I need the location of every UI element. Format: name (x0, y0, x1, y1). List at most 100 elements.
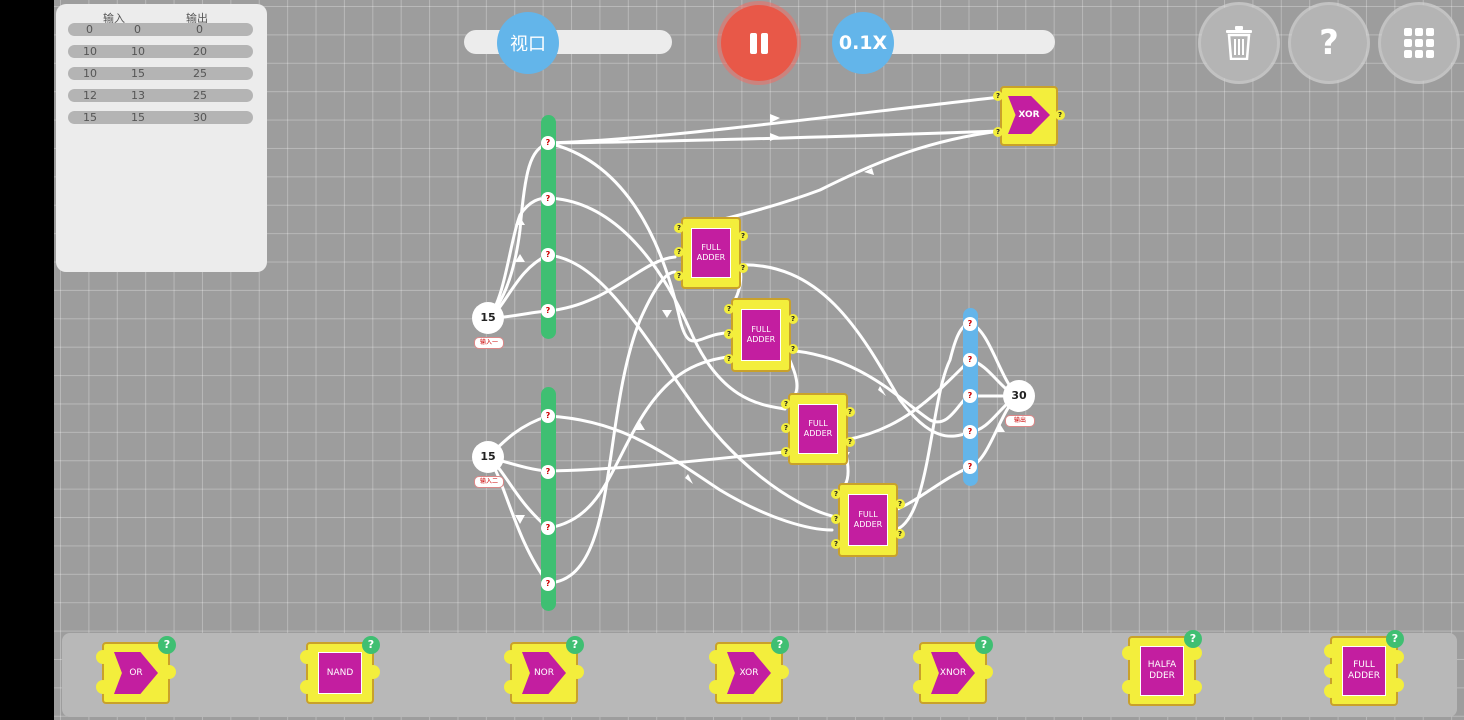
viewport-slider-track[interactable] (464, 30, 672, 54)
chip-label: ADDER (746, 335, 776, 344)
bus-pin[interactable]: ? (963, 317, 977, 331)
chip-label: FULL (751, 325, 771, 334)
help-button[interactable]: ? (1291, 5, 1367, 81)
bus-pin[interactable]: ? (541, 465, 555, 479)
palette-nand-gate[interactable]: NAND ? (300, 636, 380, 704)
bus-pin[interactable]: ? (541, 409, 555, 423)
viewport-button[interactable]: 视口 (497, 12, 559, 74)
palette-full-adder[interactable]: FULL ADDER ? (1324, 630, 1404, 706)
gate-pin[interactable]: ? (674, 223, 684, 233)
pause-button[interactable] (721, 5, 797, 81)
gate-pin[interactable]: ? (674, 271, 684, 281)
chip-label: FULL (858, 510, 878, 519)
bus-pin[interactable]: ? (963, 389, 977, 403)
bus-pin[interactable]: ? (541, 136, 555, 150)
bus-pin[interactable]: ? (541, 304, 555, 318)
table-cell: 10 (83, 45, 97, 58)
gate-pin[interactable]: ? (831, 514, 841, 524)
palette-help-badge[interactable]: ? (975, 636, 993, 654)
table-row: 10 10 20 (68, 45, 253, 58)
palette-help-badge[interactable]: ? (362, 636, 380, 654)
input-node-b[interactable]: 15 (472, 441, 504, 473)
output-node[interactable]: 30 (1003, 380, 1035, 412)
gate-pin[interactable]: ? (788, 344, 798, 354)
delete-button[interactable] (1201, 5, 1277, 81)
bus-pin[interactable]: ? (963, 353, 977, 367)
table-cell: 10 (83, 67, 97, 80)
help-icon: ? (1319, 23, 1339, 63)
table-cell: 0 (134, 23, 141, 36)
gate-pin[interactable]: ? (738, 231, 748, 241)
table-cell: 0 (196, 23, 203, 36)
palette-help-badge[interactable]: ? (1184, 630, 1202, 648)
gate-pin[interactable]: ? (993, 91, 1003, 101)
table-cell: 30 (193, 111, 207, 124)
xor-gate[interactable]: XOR ? ? ? (993, 86, 1065, 146)
palette-help-badge[interactable]: ? (1386, 630, 1404, 648)
input-node-a-tag: 输入一 (474, 337, 504, 349)
palette-xnor-gate[interactable]: XNOR ? (913, 636, 993, 704)
palette-item-label: XNOR (931, 652, 975, 694)
palette-half-adder[interactable]: HALFADDER ? (1122, 630, 1202, 706)
bus-pin[interactable]: ? (963, 460, 977, 474)
chip-label: FULL (701, 243, 721, 252)
bus-pin[interactable]: ? (541, 248, 555, 262)
gate-pin[interactable]: ? (788, 314, 798, 324)
speed-button[interactable]: 0.1X (832, 12, 894, 74)
gate-pin[interactable]: ? (738, 263, 748, 273)
table-row: 10 15 25 (68, 67, 253, 80)
input-bus-a[interactable] (541, 115, 556, 339)
trash-icon (1226, 26, 1252, 60)
table-row: 0 0 0 (68, 23, 253, 36)
chip-label: FULL (808, 419, 828, 428)
grid-menu-icon (1404, 28, 1434, 58)
palette-help-badge[interactable]: ? (158, 636, 176, 654)
table-cell: 0 (86, 23, 93, 36)
gate-pin[interactable]: ? (845, 407, 855, 417)
gate-pin[interactable]: ? (993, 127, 1003, 137)
bus-pin[interactable]: ? (541, 192, 555, 206)
gate-pin[interactable]: ? (831, 539, 841, 549)
gate-pin[interactable]: ? (895, 499, 905, 509)
gate-pin[interactable]: ? (781, 423, 791, 433)
bus-pin[interactable]: ? (541, 521, 555, 535)
gate-pin[interactable]: ? (895, 529, 905, 539)
chip-label: ADDER (853, 520, 883, 529)
input-node-b-tag: 输入二 (474, 476, 504, 488)
gate-pin[interactable]: ? (845, 437, 855, 447)
gate-pin[interactable]: ? (1055, 110, 1065, 120)
palette-nor-gate[interactable]: NOR ? (504, 636, 584, 704)
table-cell: 10 (131, 45, 145, 58)
table-header-output: 输出 (186, 12, 208, 25)
bus-pin[interactable]: ? (963, 425, 977, 439)
gate-pin[interactable]: ? (831, 489, 841, 499)
palette-or-gate[interactable]: OR ? (96, 636, 176, 704)
chip-label: ADDER (803, 429, 833, 438)
palette-item-label: NOR (522, 652, 566, 694)
input-bus-b[interactable] (541, 387, 556, 611)
gate-pin[interactable]: ? (724, 354, 734, 364)
menu-button[interactable] (1381, 5, 1457, 81)
palette-xor-gate[interactable]: XOR ? (709, 636, 789, 704)
palette-item-label: NAND (318, 652, 362, 694)
gate-pin[interactable]: ? (674, 247, 684, 257)
gate-pin[interactable]: ? (724, 304, 734, 314)
table-row: 15 15 30 (68, 111, 253, 124)
palette-help-badge[interactable]: ? (566, 636, 584, 654)
gate-pin[interactable]: ? (781, 447, 791, 457)
input-node-a[interactable]: 15 (472, 302, 504, 334)
gate-pin[interactable]: ? (724, 329, 734, 339)
gate-pin[interactable]: ? (781, 399, 791, 409)
palette-item-label: OR (114, 652, 158, 694)
bus-pin[interactable]: ? (541, 577, 555, 591)
palette-help-badge[interactable]: ? (771, 636, 789, 654)
palette-item-label: FULL ADDER (1342, 646, 1386, 696)
truth-table-panel: 输入 输出 0 0 0 10 10 20 10 15 25 12 13 25 1… (56, 4, 267, 272)
